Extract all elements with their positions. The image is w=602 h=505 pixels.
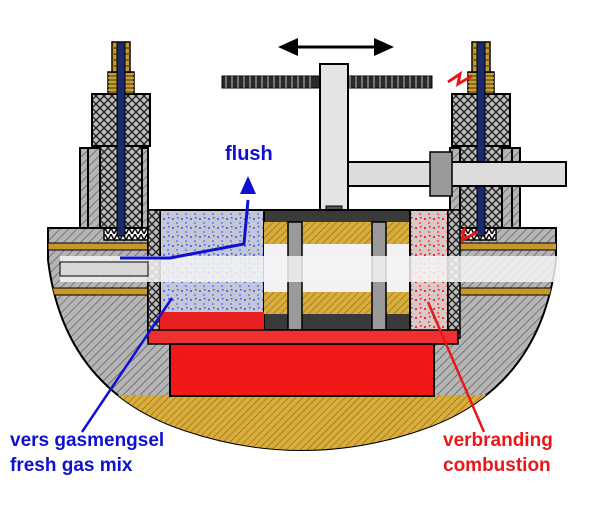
flush-text: flush	[225, 143, 273, 165]
fresh-gas-text-en: fresh gas mix	[10, 455, 133, 476]
flush-arrow-icon	[120, 176, 256, 260]
combustion-text-en: combustion	[443, 455, 551, 476]
t-handle	[221, 63, 567, 219]
fresh-gas-text-nl: vers gasmengsel	[10, 430, 165, 451]
combustion-chamber-block	[147, 329, 459, 397]
fresh-gas-label: vers gasmengsel fresh gas mix	[10, 428, 164, 478]
double-arrow-icon	[278, 38, 394, 56]
flush-label: flush	[225, 143, 273, 166]
right-spark-plug-icon	[451, 41, 511, 237]
combustion-label: verbranding combustion	[443, 428, 553, 478]
fresh-gas-leader-line	[80, 297, 174, 433]
combustion-text-nl: verbranding	[443, 430, 553, 451]
cylinder-assembly	[59, 209, 560, 339]
left-spark-plug-icon	[91, 41, 151, 237]
combustion-leader-line	[426, 301, 486, 433]
